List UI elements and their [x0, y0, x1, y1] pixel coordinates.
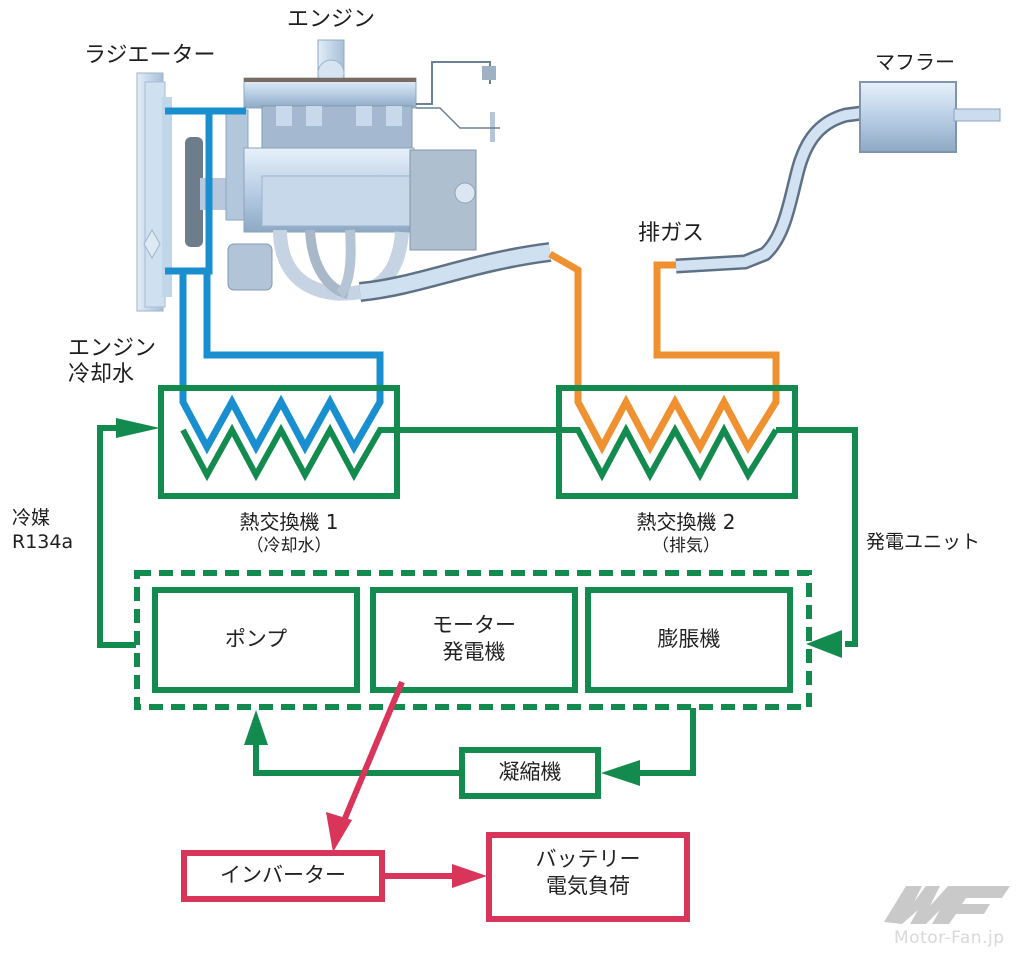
engine-coolant-line2: 冷却水 [68, 362, 135, 387]
arrow-into-condenser [601, 760, 640, 786]
battery-box [486, 832, 690, 922]
engine-label: エンジン [287, 7, 376, 32]
hx1-title: 熱交換機 1 [239, 510, 339, 534]
motor-label-line2: 発電機 [442, 640, 506, 664]
expander-label: 膨脹機 [657, 627, 721, 651]
battery-label-line1: バッテリー [535, 847, 641, 871]
radiator-label: ラジエーター [84, 43, 216, 68]
coolant-lines [165, 107, 384, 455]
motor-label-line1: モーター [432, 613, 516, 637]
battery-label: バッテリー 電気負荷 [489, 846, 687, 900]
hx1-label: 熱交換機 1 （冷却水） [239, 510, 338, 558]
motorfan-logo [884, 886, 1010, 924]
hx2-subtitle: （排気） [652, 536, 720, 556]
refrigerant-line1: 冷媒 [12, 507, 51, 529]
inverter-label: インバーター [220, 863, 346, 887]
condenser-label: 凝縮機 [498, 760, 562, 784]
refrigerant-label: 冷媒 R134a [12, 506, 73, 554]
hx2-title: 熱交換機 2 [636, 510, 736, 534]
engine-coolant-label: エンジン 冷却水 [68, 336, 156, 388]
electric-lines [181, 680, 690, 922]
engine-illustration [225, 39, 552, 302]
hx2-label: 熱交換機 2 （排気） [636, 510, 735, 558]
arrow-into-battery [452, 864, 487, 888]
electric-arrowheads [326, 812, 487, 888]
power-unit-boundary [134, 570, 812, 710]
motor-generator-box [370, 587, 578, 693]
condenser-box [459, 747, 601, 799]
motor-generator-label: モーター 発電機 [373, 612, 575, 666]
exhaust-gas-label: 排ガス [638, 221, 705, 246]
arrow-into-hx1 [116, 418, 160, 438]
expander-box [585, 587, 793, 693]
hx2-box [556, 385, 798, 499]
muffler-label: マフラー [875, 50, 955, 74]
inverter-box [181, 850, 385, 902]
radiator-illustration [136, 72, 230, 312]
refrigerant-lines [97, 385, 858, 799]
power-unit-label: 発電ユニット [866, 531, 981, 553]
coolant-line-to-hx1 [179, 271, 384, 455]
refrigerant-line2: R134a [12, 531, 74, 553]
pump-label: ポンプ [224, 627, 288, 651]
hx1-subtitle: （冷却水） [246, 536, 332, 556]
exhaust-lines [548, 250, 780, 455]
arrow-into-pump [244, 710, 268, 745]
refrigerant-arrowheads [116, 418, 842, 786]
battery-label-line2: 電気負荷 [546, 874, 630, 898]
muffler-illustration [675, 81, 1001, 274]
arrow-into-expander [806, 630, 842, 658]
engine-coolant-line1: エンジン [68, 336, 157, 361]
hx1-box [158, 385, 400, 499]
arrow-into-inverter [326, 812, 352, 852]
pump-box [152, 587, 360, 693]
watermark-text: Motor-Fan.jp [894, 928, 1005, 948]
